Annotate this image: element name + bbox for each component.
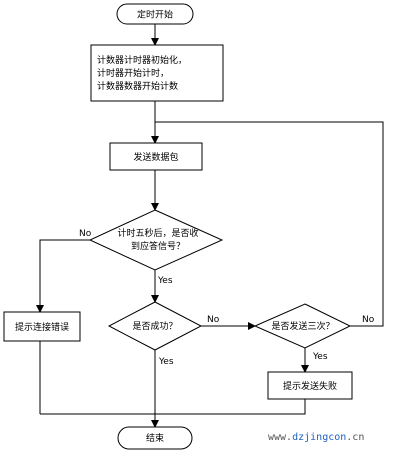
label-line: 定时开始 bbox=[137, 9, 173, 21]
success-decision bbox=[107, 301, 203, 351]
edge-check5s-linkerr bbox=[36, 239, 90, 313]
thrice-label: 是否发送三次？ bbox=[271, 320, 334, 332]
label-line: 计时器开始计时， bbox=[97, 67, 169, 79]
send-box bbox=[109, 142, 203, 171]
label-line: 计数器计时器初始化， bbox=[97, 54, 187, 66]
start-label: 定时开始 bbox=[137, 9, 173, 21]
check5s-yes-label: Yes bbox=[157, 276, 173, 286]
end-terminal bbox=[117, 426, 193, 450]
check5s-decision bbox=[88, 209, 224, 271]
success-yes-label: Yes bbox=[158, 357, 174, 367]
label-line: 到应答信号？ bbox=[131, 240, 185, 252]
edge-thrice-loop bbox=[155, 121, 384, 327]
watermark: www.dzjingcon.cn bbox=[268, 432, 364, 443]
thrice-yes-label: Yes bbox=[312, 352, 328, 362]
edge-sendfail-end bbox=[155, 399, 306, 415]
label-line: 是否成功？ bbox=[132, 320, 177, 332]
check5s-label: 计时五秒后，是否收到应答信号？ bbox=[117, 227, 198, 252]
start-terminal bbox=[116, 3, 194, 25]
init-label: 计数器计时器初始化，计时器开始计时，计数器数器开始计数 bbox=[97, 54, 187, 92]
label-line: 计时五秒后，是否收 bbox=[117, 227, 198, 239]
success-label: 是否成功？ bbox=[132, 320, 177, 332]
label-line: 结束 bbox=[146, 432, 164, 444]
label-line: 计数器数器开始计数 bbox=[97, 80, 178, 92]
init-box bbox=[90, 44, 224, 102]
end-label: 结束 bbox=[146, 432, 164, 444]
linkerr-box bbox=[3, 311, 81, 342]
thrice-decision bbox=[253, 303, 352, 349]
send-label: 发送数据包 bbox=[133, 151, 178, 163]
label-line: 提示连接错误 bbox=[15, 321, 69, 333]
sendfail-box bbox=[267, 371, 353, 400]
label-line: 是否发送三次？ bbox=[271, 320, 334, 332]
label-line: 提示发送失败 bbox=[283, 380, 337, 392]
check5s-no-label: No bbox=[79, 229, 92, 239]
success-no-label: No bbox=[207, 315, 220, 325]
label-line: 发送数据包 bbox=[133, 151, 178, 163]
linkerr-label: 提示连接错误 bbox=[15, 321, 69, 333]
sendfail-label: 提示发送失败 bbox=[283, 380, 337, 392]
thrice-no-label: No bbox=[362, 315, 375, 325]
